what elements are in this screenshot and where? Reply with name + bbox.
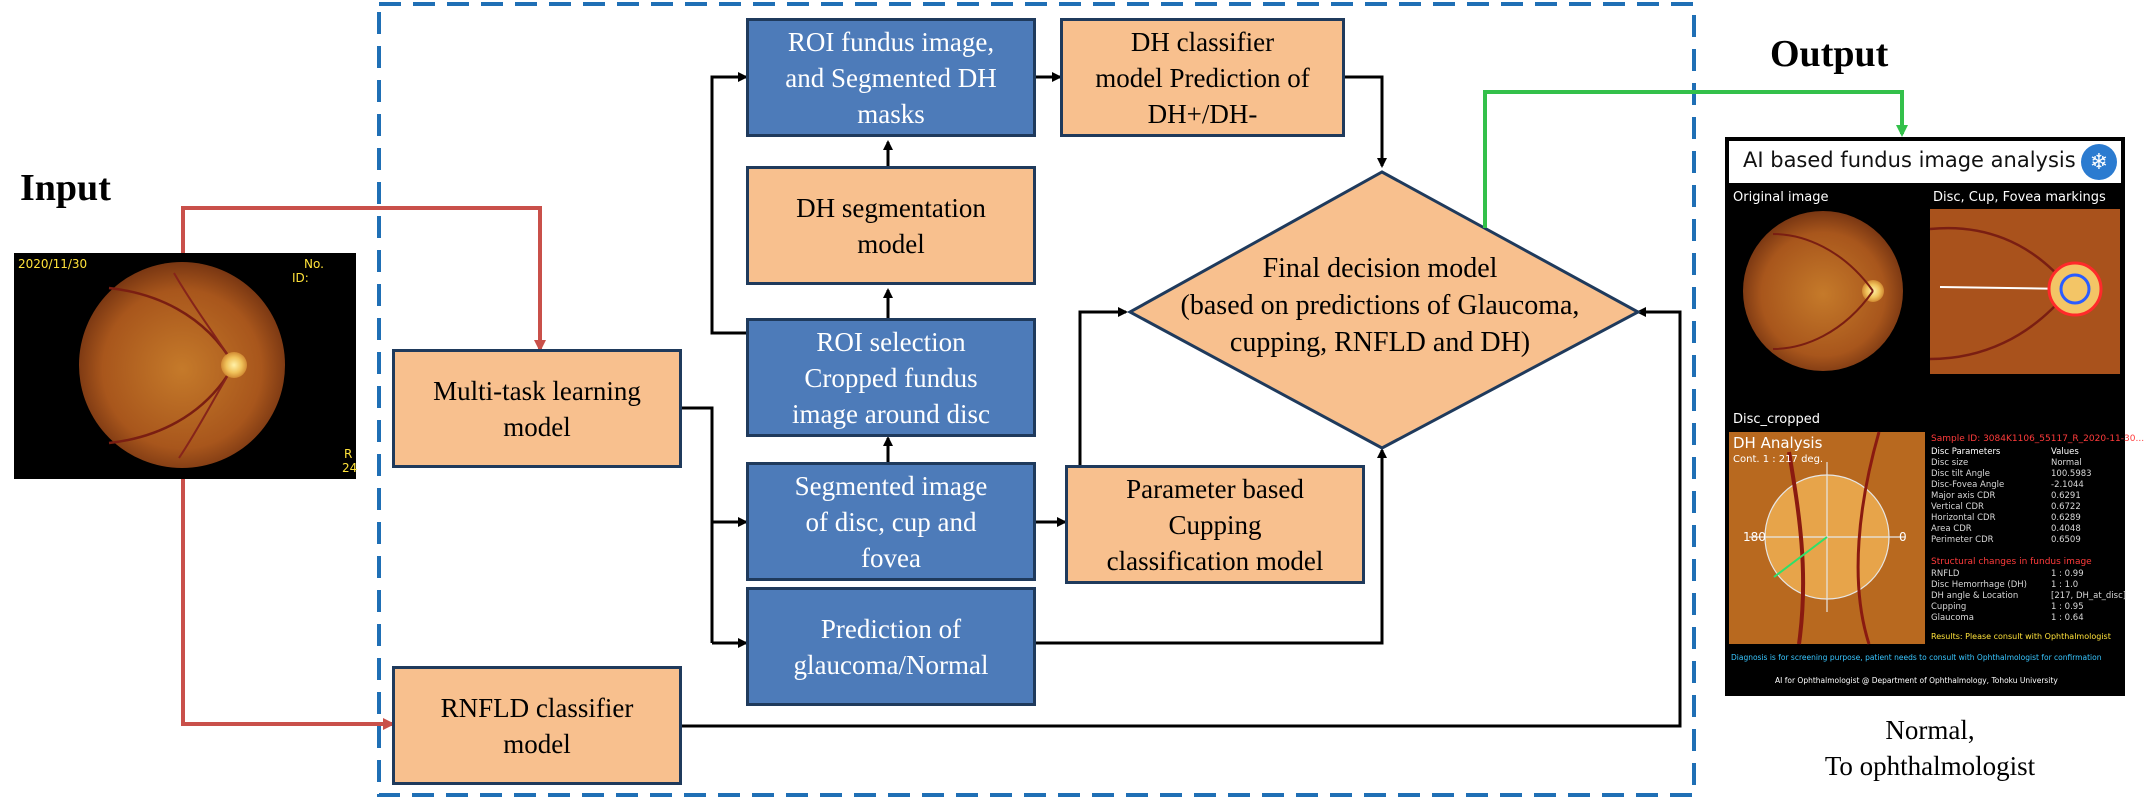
dhclassifier-to-final-arrow <box>1345 75 1387 168</box>
table-cell: Vertical CDR <box>1931 502 1984 512</box>
roi-fundus-node: ROI fundus image, and Segmented DH masks <box>746 18 1036 137</box>
multitask-text: Multi-task learning model <box>433 375 641 442</box>
input-no: No. <box>304 257 324 271</box>
marked-fundus-thumb <box>1929 209 2120 374</box>
footer-text: AI for Ophthalmologist @ Department of O… <box>1775 676 2058 685</box>
rnfld-text: RNFLD classifier model <box>440 692 634 759</box>
markings-label: Disc, Cup, Fovea markings <box>1933 190 2106 205</box>
input-label: Input <box>20 167 111 209</box>
input-date: 2020/11/30 <box>18 257 88 271</box>
angle-180-label: 180 <box>1743 530 1766 544</box>
fundus-drawing <box>79 262 285 468</box>
dh-analysis-drawing <box>1729 431 1925 645</box>
rnfld-node: RNFLD classifier model <box>392 666 682 785</box>
output-header: AI based fundus image analysis ❄ <box>1729 141 2121 183</box>
table-cell: 0.6509 <box>2051 535 2081 545</box>
table-cell: Glaucoma <box>1931 613 1974 623</box>
table-cell: DH angle & Location <box>1931 591 2019 601</box>
glaucoma-prediction-node: Prediction of glaucoma/Normal <box>746 587 1036 706</box>
snowflake-logo-icon: ❄ <box>2081 144 2117 180</box>
table-cell: Disc tilt Angle <box>1931 469 1990 479</box>
table-cell: 100.5983 <box>2051 469 2092 479</box>
table-cell: Disc size <box>1931 458 1969 468</box>
input-to-multitask-arrow <box>181 206 546 352</box>
dashed-container <box>377 2 1696 797</box>
output-title: AI based fundus image analysis <box>1743 148 2076 172</box>
table-cell: Horizontal CDR <box>1931 513 1996 523</box>
table-cell: Disc Hemorrhage (DH) <box>1931 580 2027 590</box>
table-cell: Disc-Fovea Angle <box>1931 480 2005 490</box>
output-caption: Normal, To ophthalmologist <box>1824 715 2036 781</box>
table-cell: 0.6291 <box>2051 491 2081 501</box>
dh-segmentation-node: DH segmentation model <box>746 166 1036 285</box>
glaucoma-prediction-text: Prediction of glaucoma/Normal <box>793 613 989 680</box>
results-text: Results: Please consult with Ophthalmolo… <box>1931 632 2111 641</box>
table-cell: 1 : 0.64 <box>2051 613 2084 623</box>
dh-analysis-image: DH Analysis Cont. 1 : 217 deg. 180 0 <box>1729 431 1925 645</box>
structural-changes-header: Structural changes in fundus image <box>1931 557 2092 567</box>
table-cell: 0.4048 <box>2051 524 2081 534</box>
input-to-rnfld-arrow <box>181 478 395 730</box>
output-panel: AI based fundus image analysis ❄ Origina… <box>1725 137 2144 696</box>
roi-fundus-text: ROI fundus image, and Segmented DH masks <box>785 26 997 129</box>
diagnosis-text: Diagnosis is for screening purpose, pati… <box>1731 653 2102 662</box>
roi-selection-node: ROI selection Cropped fundus image aroun… <box>746 318 1036 437</box>
final-decision-diamond <box>1126 170 1642 450</box>
dh-segmentation-text: DH segmentation model <box>796 192 986 259</box>
angle-0-label: 0 <box>1899 530 1907 544</box>
original-image-label: Original image <box>1733 190 1829 205</box>
roi-selection-text: ROI selection Cropped fundus image aroun… <box>792 326 990 429</box>
parameter-to-final-arrow <box>1078 307 1128 465</box>
cont-text: Cont. 1 : 217 deg. <box>1733 454 1824 465</box>
glaucoma-to-final-arrow <box>1036 448 1387 645</box>
dh-classifier-text: DH classifier model Prediction of DH+/DH… <box>1095 26 1310 129</box>
table-header-cell: Disc Parameters <box>1931 447 2001 457</box>
table-cell: 0.6722 <box>2051 502 2081 512</box>
table-cell: Normal <box>2051 458 2082 468</box>
multitask-to-split-line <box>682 406 714 643</box>
table-cell: 1 : 0.99 <box>2051 569 2084 579</box>
parameter-cupping-text: Parameter based Cupping classification m… <box>1106 473 1324 576</box>
dh-classifier-node: DH classifier model Prediction of DH+/DH… <box>1060 18 1345 137</box>
input-id: ID: <box>292 271 309 285</box>
table-cell: Area CDR <box>1931 524 1972 534</box>
table-cell: 0.6289 <box>2051 513 2081 523</box>
input-num: 24 <box>342 461 358 475</box>
table-cell: 1 : 0.95 <box>2051 602 2084 612</box>
table-cell: 1 : 1.0 <box>2051 580 2079 590</box>
original-fundus-thumb <box>1743 211 1903 371</box>
sample-id: Sample ID: 3084K1106_55117_R_2020-11-30.… <box>1931 434 2144 444</box>
multitask-node: Multi-task learning model <box>392 349 682 468</box>
rnfld-to-final-arrow <box>682 307 1682 728</box>
output-label: Output <box>1770 33 1889 75</box>
table-cell: Perimeter CDR <box>1931 535 1994 545</box>
disc-cropped-label: Disc_cropped <box>1733 412 1820 427</box>
table-cell: -2.1044 <box>2051 480 2084 490</box>
roi-to-roifundus-arrow <box>710 72 748 335</box>
svg-text:❄: ❄ <box>2090 150 2108 175</box>
table-header-cell: Values <box>2051 447 2079 457</box>
table-cell: Major axis CDR <box>1931 491 1996 501</box>
table-cell: Cupping <box>1931 602 1967 612</box>
input-eye: R <box>344 447 353 461</box>
table-cell: [217, DH_at_disc] <box>2051 591 2127 601</box>
input-fundus-image: 2020/11/30 No. ID: R 24 <box>14 253 358 479</box>
segmented-image-node: Segmented image of disc, cup and fovea <box>746 462 1036 581</box>
dh-analysis-title: DH Analysis <box>1733 434 1823 452</box>
final-to-output-arrow <box>1483 90 1908 228</box>
segmented-image-text: Segmented image of disc, cup and fovea <box>794 470 988 573</box>
parameter-cupping-node: Parameter based Cupping classification m… <box>1065 465 1365 584</box>
final-decision-text: Final decision model (based on predictio… <box>1180 253 1580 358</box>
table-cell: RNFLD <box>1931 569 1960 579</box>
